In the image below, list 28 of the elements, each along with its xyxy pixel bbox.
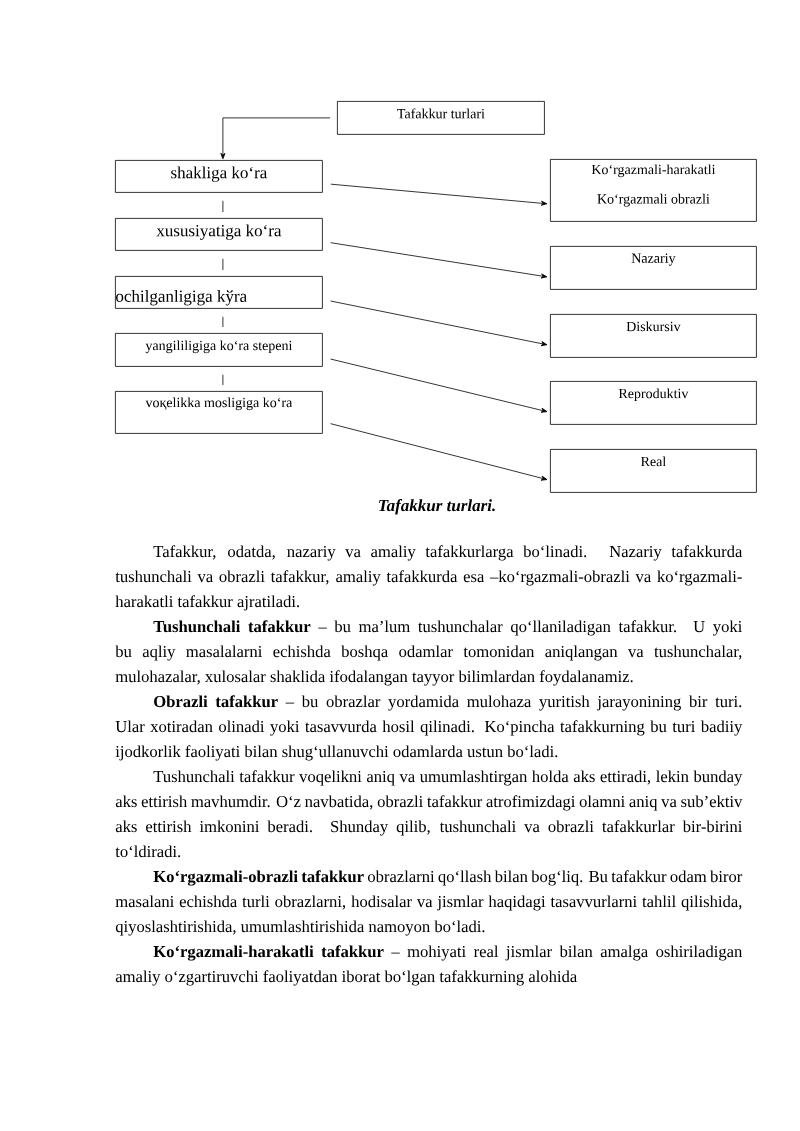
category-box: ochilganligiga kўra — [115, 276, 323, 309]
type-box: Real — [550, 449, 757, 493]
paragraph: Tushunchali tafakkur – bu ma’lum tushunchalar qo‘llaniladigan tafakkur. U yoki bu aqliy masalalarni echishda boshqa odamlar tomonidan aniqlangan va tushunchalar, mulohazalar, xulosalar shaklida ifodalangan tayyor bilimlardan foydalanamiz. — [115, 620, 742, 686]
title-box: Tafakkur turlari — [337, 101, 545, 135]
paragraph: Ko‘rgazmali-obrazli tafakkur obrazlarni qo‘llash bilan bog‘liq. Bu tafakkur odam biror masalani echishda turli obrazlarni, hodisalar va jismlar haqidagi tasavvurlarni tahlil qilishida, qiyoslashtirishida, umumlashtirishida namoyon bo‘ladi. — [115, 870, 743, 936]
arrow — [330, 242, 548, 279]
type-box: Ko‘rgazmali-harakatli Ko‘rgazmali obrazli — [550, 159, 757, 222]
paragraph: Tafakkur, odatda, nazariy va amaliy tafakkurlarga bo‘linadi. Nazariy tafakkurda tushunchali va obrazli tafakkur, amaliy tafakkurda esa –ko‘rgazmali-obrazli va ko‘rgazmali-harakatli tafakkur ajratiladi. — [115, 545, 743, 611]
connector-line — [222, 374, 224, 386]
category-box: xususiyatiga ko‘ra — [115, 218, 323, 251]
type-box: Nazariy — [550, 246, 757, 290]
elbow-arrow — [220, 117, 331, 160]
category-box: yangililigiga ko‘ra stepeni — [115, 333, 323, 367]
arrow — [330, 300, 548, 347]
connector-line — [222, 200, 224, 213]
category-box: shakliga ko‘ra — [115, 160, 323, 193]
arrow — [330, 358, 548, 413]
paragraph: Obrazli tafakkur – bu obrazlar yordamida mulohaza yuritish jarayonining bir turi. Ular xotiradan olinadi yoki tasavvurda hosil qilinadi. Ko‘pincha tafakkurning bu turi badiiy ijodkorlik faoliyati bilan shug‘ullanuvchi odamlarda ustun bo‘ladi. — [115, 695, 743, 761]
type-box: Reproduktiv — [550, 381, 757, 425]
arrow — [330, 423, 548, 481]
paragraph: Ko‘rgazmali-harakatli tafakkur – mohiyati real jismlar bilan amalga oshiriladigan amaliy o‘zgartiruvchi faoliyatdan iborat bo‘lgan tafakkurning alohida — [115, 945, 743, 986]
connector-line — [222, 258, 224, 271]
connector-line — [222, 316, 224, 328]
caption: Tafakkur turlari. — [379, 499, 495, 515]
category-box: voқelikka mosligiga ko‘ra — [115, 391, 323, 434]
arrow — [330, 183, 548, 206]
paragraph: Tushunchali tafakkur voqelikni aniq va umumlashtirgan holda aks ettiradi, lekin bunday aks ettirish mavhumdir. O‘z navbatida, obrazli tafakkur atrofimizdagi olamni aniq va sub’ektiv aks ettirish imkonini beradi. Shunday qilib, tushunchali va obrazli tafakkurlar bir-birini to‘ldiradi. — [115, 770, 743, 858]
type-box: Diskursiv — [550, 314, 757, 358]
